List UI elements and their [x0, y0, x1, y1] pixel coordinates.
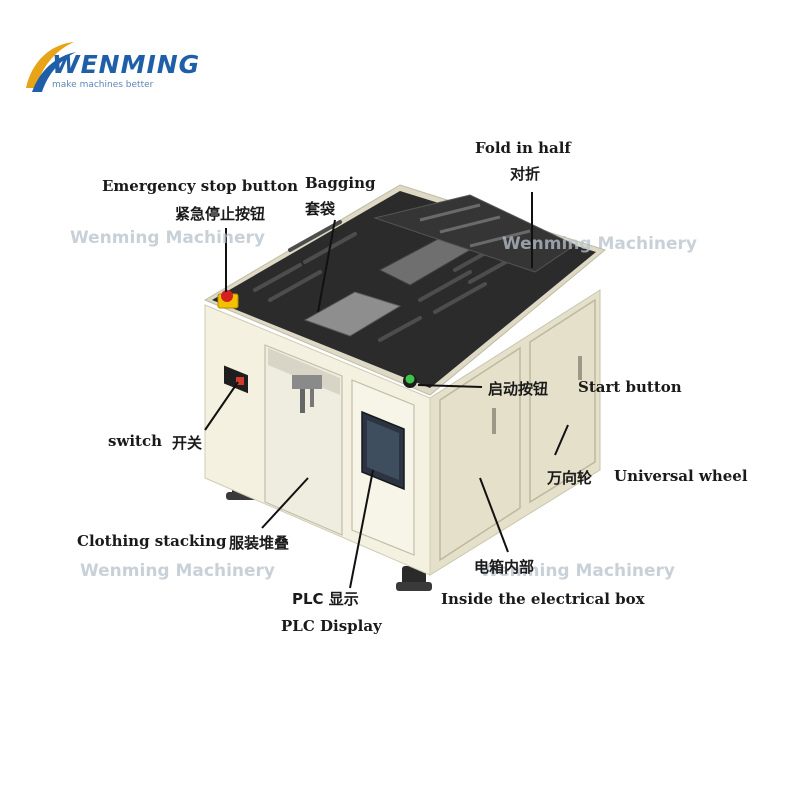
estop-label-cn: 紧急停止按钮 — [175, 205, 266, 223]
ebox-label-cn: 电箱内部 — [474, 558, 535, 576]
bagging-label-en: Bagging — [305, 174, 376, 192]
plc-label-cn: PLC 显示 — [292, 590, 359, 608]
bagging-label-cn: 套袋 — [305, 200, 336, 218]
fold-label-cn: 对折 — [510, 165, 541, 183]
logo-tagline: make machines better — [52, 80, 154, 90]
switch-label-cn: 开关 — [172, 434, 203, 452]
ebox-label-en: Inside the electrical box — [441, 590, 645, 608]
watermark: Wenming Machinery — [480, 561, 676, 581]
watermark: Wenming Machinery — [502, 234, 698, 254]
fold-label-en: Fold in half — [475, 139, 571, 157]
start-label-cn: 启动按钮 — [488, 380, 549, 398]
logo-wordmark: WENMING — [52, 50, 201, 79]
stacking-label-en: Clothing stacking — [77, 532, 227, 550]
estop-label-en: Emergency stop button — [102, 177, 299, 195]
watermark: Wenming Machinery — [80, 561, 276, 581]
annotation-leaders — [204, 192, 569, 589]
emergency-stop-icon — [217, 290, 239, 309]
start-label-en: Start button — [578, 378, 682, 396]
wheel-label-en: Universal wheel — [614, 467, 748, 485]
logo-swoosh-icon — [26, 42, 76, 92]
start-button-icon — [403, 374, 417, 388]
stacking-label-cn: 服装堆叠 — [229, 534, 290, 552]
plc-label-en: PLC Display — [281, 617, 382, 635]
wheel-label-cn: 万向轮 — [547, 469, 593, 487]
watermark: Wenming Machinery — [70, 228, 266, 248]
switch-label-en: switch — [108, 432, 163, 450]
